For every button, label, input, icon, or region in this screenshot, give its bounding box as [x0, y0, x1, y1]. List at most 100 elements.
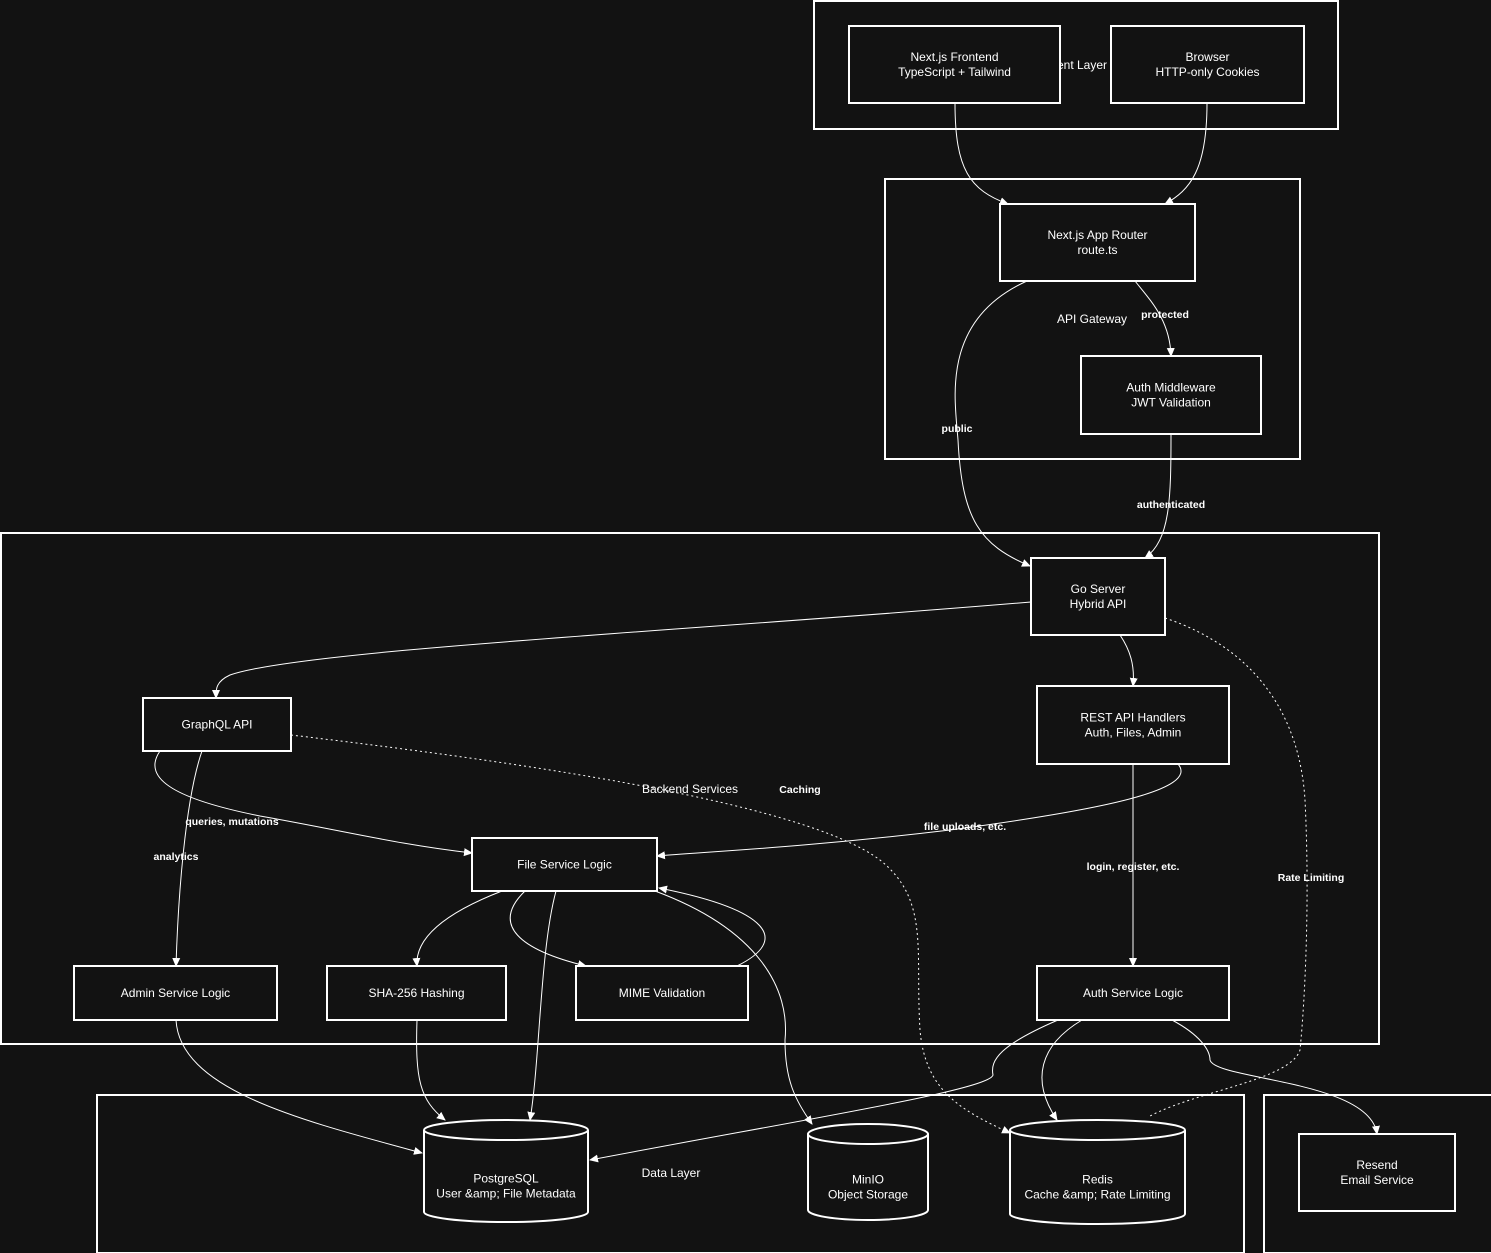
node-goserver-label-1: Hybrid API: [1070, 597, 1127, 611]
node-frontend-label-1: TypeScript + Tailwind: [898, 65, 1011, 79]
node-graphql-label-0: GraphQL API: [182, 718, 253, 732]
node-authsvc-box: [1036, 965, 1230, 1021]
node-authsvc-label-0: Auth Service Logic: [1083, 986, 1183, 1000]
edge-label-login: login, register, etc.: [1087, 861, 1180, 873]
node-goserver-label-0: Go Server: [1071, 582, 1126, 596]
edge-graphql-admin: [172, 750, 203, 967]
edge-sha-postgres: [416, 1019, 446, 1121]
cluster-backend-services: [0, 532, 1380, 1045]
edge-rest-fileservice: [656, 763, 1182, 860]
edge-browser-router: [1164, 102, 1208, 205]
edge-authsvc-redis: [1041, 1019, 1083, 1121]
cylinder-body: [1009, 1119, 1186, 1225]
cluster-gateway-label: API Gateway: [1057, 312, 1127, 326]
edge-file-mime: [509, 890, 587, 969]
cylinder-body: [807, 1123, 929, 1221]
node-authmw-label-0: Auth Middleware: [1126, 381, 1216, 395]
node-admin[interactable]: Admin Service Logic: [73, 965, 278, 1021]
node-admin-label-0: Admin Service Logic: [121, 986, 230, 1000]
node-frontend-box: [848, 25, 1061, 104]
edge-label-rate-limiting: Rate Limiting: [1278, 872, 1345, 884]
edge-file-sha: [412, 890, 503, 967]
node-fileservice-label-0: File Service Logic: [517, 858, 612, 872]
node-resend-label-1: Email Service: [1340, 1173, 1414, 1187]
node-graphql[interactable]: GraphQL API: [142, 697, 292, 752]
cluster-api-gateway: [884, 178, 1301, 460]
edges: [154, 102, 1380, 1163]
node-resend-label-0: Resend: [1356, 1158, 1397, 1172]
node-goserver-box: [1030, 557, 1166, 636]
edge-goserver-graphql: [211, 601, 1032, 699]
edge-authsvc-postgres: [589, 1019, 1059, 1163]
node-minio-label-0: MinIO: [852, 1173, 884, 1187]
edge-admin-postgres: [175, 1019, 423, 1155]
edge-label-file-uploads: file uploads, etc.: [924, 821, 1006, 833]
node-browser-label-1: HTTP-only Cookies: [1155, 65, 1259, 79]
node-rest-label-1: Auth, Files, Admin: [1085, 726, 1182, 740]
cluster-backend-label: Backend Services: [642, 782, 738, 796]
cylinder-top: [1009, 1129, 1186, 1141]
node-admin-box: [73, 965, 278, 1021]
node-mime-label-0: MIME Validation: [619, 986, 705, 1000]
cluster-client-layer: [813, 0, 1339, 130]
node-authmw-label-1: JWT Validation: [1131, 396, 1211, 410]
node-sha[interactable]: SHA-256 Hashing: [326, 965, 507, 1021]
edge-goserver-rest: [1119, 634, 1138, 687]
edge-label-caching: Caching: [779, 784, 820, 796]
node-sha-label-0: SHA-256 Hashing: [368, 986, 464, 1000]
edge-router-authmw: [1134, 280, 1175, 357]
node-browser-box: [1110, 25, 1305, 104]
node-postgres-label-1: User &amp; File Metadata: [436, 1187, 576, 1201]
edge-goserver-redis: [1149, 617, 1308, 1117]
node-fileservice-box: [471, 837, 658, 892]
node-graphql-box: [142, 697, 292, 752]
edge-frontend-router: [954, 102, 1009, 205]
edge-file-postgres: [527, 890, 557, 1121]
cluster-external: [1263, 1094, 1491, 1253]
node-sha-box: [326, 965, 507, 1021]
edge-authsvc-resend: [1171, 1019, 1380, 1135]
node-router-label-1: route.ts: [1077, 243, 1117, 257]
edge-labels: protected public authenticated queries, …: [154, 309, 1345, 884]
node-minio-label-1: Object Storage: [828, 1188, 908, 1202]
edge-mime-file: [658, 885, 766, 967]
edge-label-public: public: [942, 423, 973, 435]
node-frontend-label-0: Next.js Frontend: [910, 50, 998, 64]
node-rest-box: [1036, 685, 1230, 765]
node-mime-box: [575, 965, 749, 1021]
node-rest-label-0: REST API Handlers: [1080, 711, 1185, 725]
edge-file-minio: [654, 890, 813, 1125]
node-router-label-0: Next.js App Router: [1047, 228, 1147, 242]
edge-label-queries: queries, mutations: [185, 816, 279, 828]
edge-router-goserver: [954, 280, 1031, 567]
node-mime[interactable]: MIME Validation: [575, 965, 749, 1021]
node-router-box: [999, 203, 1196, 282]
edge-label-authenticated: authenticated: [1137, 499, 1205, 511]
node-authmw-box: [1080, 355, 1262, 435]
edge-graphql-fileservice: [154, 750, 473, 857]
cluster-client-label: ent Layer: [1057, 58, 1107, 72]
edge-authmw-goserver: [1144, 433, 1172, 559]
cylinder-top: [423, 1129, 589, 1141]
cylinder-body: [423, 1119, 589, 1223]
edge-graphql-redis: [290, 734, 1011, 1134]
cluster-data-layer: [96, 1094, 1245, 1253]
node-postgres-label-0: PostgreSQL: [473, 1172, 539, 1186]
node-resend-box: [1298, 1133, 1456, 1212]
node-authsvc[interactable]: Auth Service Logic: [1036, 965, 1230, 1021]
cluster-data-label: Data Layer: [642, 1166, 701, 1180]
node-fileservice[interactable]: File Service Logic: [471, 837, 658, 892]
edge-label-analytics: analytics: [154, 851, 199, 863]
node-browser-label-0: Browser: [1185, 50, 1229, 64]
node-redis-label-1: Cache &amp; Rate Limiting: [1024, 1188, 1170, 1202]
